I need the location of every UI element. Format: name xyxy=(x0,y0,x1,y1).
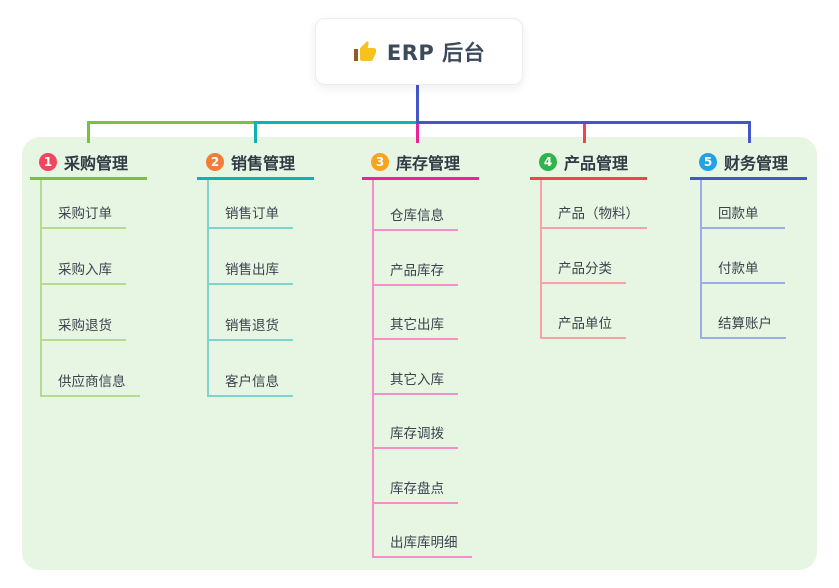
leaf-node[interactable]: 采购退货 xyxy=(40,285,147,341)
branches-container-panel xyxy=(22,137,817,570)
connector-line-horizontal xyxy=(254,121,419,124)
root-stem-line xyxy=(416,84,419,124)
leaf-node[interactable]: 结算账户 xyxy=(700,284,807,339)
branch-label: 财务管理 xyxy=(724,154,789,173)
leaf-node[interactable]: 客户信息 xyxy=(207,341,314,397)
leaf-label: 客户信息 xyxy=(207,370,293,397)
leaf-node[interactable]: 销售订单 xyxy=(207,180,314,229)
leaf-label: 产品分类 xyxy=(540,257,626,284)
branch-number-badge: 3 xyxy=(371,153,389,171)
leaf-node[interactable]: 采购订单 xyxy=(40,180,147,229)
thumbs-up-icon xyxy=(353,40,377,64)
subtree-line xyxy=(207,180,209,397)
leaf-label: 仓库信息 xyxy=(372,204,458,231)
connector-line-horizontal xyxy=(87,121,419,124)
leaf-node[interactable]: 产品分类 xyxy=(540,229,647,284)
branch-label: 产品管理 xyxy=(564,154,629,173)
leaf-node[interactable]: 付款单 xyxy=(700,229,807,284)
leaf-label: 出库库明细 xyxy=(372,531,472,558)
connector-line-vertical xyxy=(87,121,90,143)
branch-node[interactable]: 1 采购管理 xyxy=(30,148,147,176)
branch-underline xyxy=(690,177,807,180)
leaf-node[interactable]: 回款单 xyxy=(700,180,807,229)
branch-subtree: 产品（物料） 产品分类产品单位 xyxy=(530,180,647,339)
leaf-label: 回款单 xyxy=(700,202,785,229)
leaf-node[interactable]: 供应商信息 xyxy=(40,341,147,397)
leaf-label: 供应商信息 xyxy=(40,370,140,397)
leaf-node[interactable]: 产品单位 xyxy=(540,284,647,339)
leaf-node[interactable]: 采购入库 xyxy=(40,229,147,285)
branch-number-badge: 4 xyxy=(539,153,557,171)
leaf-node[interactable]: 销售出库 xyxy=(207,229,314,285)
branch-column: 5 财务管理回款单付款单结算账户 xyxy=(690,148,807,339)
leaf-label: 其它出库 xyxy=(372,313,458,340)
leaf-label: 库存调拨 xyxy=(372,422,458,449)
branch-number-badge: 5 xyxy=(699,153,717,171)
leaf-label: 销售订单 xyxy=(207,202,293,229)
leaf-label: 其它入库 xyxy=(372,368,458,395)
leaf-node[interactable]: 销售退货 xyxy=(207,285,314,341)
branch-column: 4 产品管理产品（物料） 产品分类产品单位 xyxy=(530,148,647,339)
branch-node[interactable]: 5 财务管理 xyxy=(690,148,807,176)
subtree-line xyxy=(372,180,374,558)
connector-line-vertical xyxy=(254,121,257,143)
leaf-node[interactable]: 其它出库 xyxy=(372,286,479,340)
connector-line-vertical xyxy=(748,121,751,143)
branch-subtree: 仓库信息产品库存其它出库其它入库库存调拨库存盘点出库库明细 xyxy=(362,180,479,558)
leaf-node[interactable]: 产品库存 xyxy=(372,231,479,286)
branch-underline xyxy=(362,177,479,180)
branch-underline xyxy=(197,177,314,180)
leaf-label: 付款单 xyxy=(700,257,785,284)
leaf-label: 库存盘点 xyxy=(372,477,458,504)
leaf-node[interactable]: 库存盘点 xyxy=(372,449,479,504)
leaf-node[interactable]: 其它入库 xyxy=(372,340,479,395)
connector-line-vertical xyxy=(583,121,586,143)
branch-number-badge: 1 xyxy=(39,153,57,171)
branch-number-badge: 2 xyxy=(206,153,224,171)
connector-line-vertical xyxy=(416,121,419,143)
branch-node[interactable]: 3 库存管理 xyxy=(362,148,479,176)
branch-column: 1 采购管理采购订单采购入库采购退货供应商信息 xyxy=(30,148,147,397)
branch-column: 2 销售管理销售订单销售出库销售退货客户信息 xyxy=(197,148,314,397)
branch-label: 库存管理 xyxy=(396,154,461,173)
root-title: ERP 后台 xyxy=(386,40,486,65)
leaf-label: 销售出库 xyxy=(207,258,293,285)
leaf-label: 采购退货 xyxy=(40,314,126,341)
root-node[interactable]: ERP 后台 xyxy=(315,18,523,85)
leaf-node[interactable]: 出库库明细 xyxy=(372,504,479,558)
branch-label: 销售管理 xyxy=(231,154,296,173)
leaf-label: 结算账户 xyxy=(700,312,786,339)
branch-subtree: 回款单付款单结算账户 xyxy=(690,180,807,339)
branch-node[interactable]: 2 销售管理 xyxy=(197,148,314,176)
leaf-label: 产品（物料） xyxy=(540,202,647,229)
subtree-line xyxy=(540,180,542,339)
leaf-label: 产品库存 xyxy=(372,259,458,286)
branch-underline xyxy=(30,177,147,180)
leaf-node[interactable]: 仓库信息 xyxy=(372,180,479,231)
connector-line-horizontal xyxy=(416,121,751,124)
branch-label: 采购管理 xyxy=(64,154,129,173)
leaf-label: 采购订单 xyxy=(40,202,126,229)
branch-subtree: 采购订单采购入库采购退货供应商信息 xyxy=(30,180,147,397)
subtree-line xyxy=(40,180,42,397)
leaf-label: 销售退货 xyxy=(207,314,293,341)
leaf-label: 采购入库 xyxy=(40,258,126,285)
leaf-label: 产品单位 xyxy=(540,312,626,339)
branch-column: 3 库存管理仓库信息产品库存其它出库其它入库库存调拨库存盘点出库库明细 xyxy=(362,148,479,558)
branch-node[interactable]: 4 产品管理 xyxy=(530,148,647,176)
leaf-node[interactable]: 库存调拨 xyxy=(372,395,479,449)
branch-underline xyxy=(530,177,647,180)
leaf-node[interactable]: 产品（物料） xyxy=(540,180,647,229)
branch-subtree: 销售订单销售出库销售退货客户信息 xyxy=(197,180,314,397)
subtree-line xyxy=(700,180,702,339)
